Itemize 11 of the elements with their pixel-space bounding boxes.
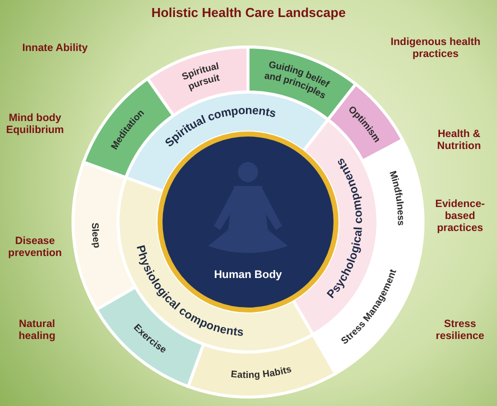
side-label: Evidence-based practices <box>434 198 486 234</box>
diagram-title: Holistic Health Care Landscape <box>150 5 347 20</box>
side-label: Mind body Equilibrium <box>5 112 65 136</box>
side-label: Natural healing <box>18 318 56 342</box>
side-label: Disease prevention <box>7 235 63 259</box>
side-label: Indigenous health practices <box>390 36 482 60</box>
node-label: Human Body <box>214 269 282 281</box>
segment-label: Eating Habits <box>230 364 293 381</box>
side-label: Innate Ability <box>21 42 89 54</box>
side-label: Stress resilience <box>434 318 486 342</box>
side-label: Health & Nutrition <box>436 128 482 152</box>
